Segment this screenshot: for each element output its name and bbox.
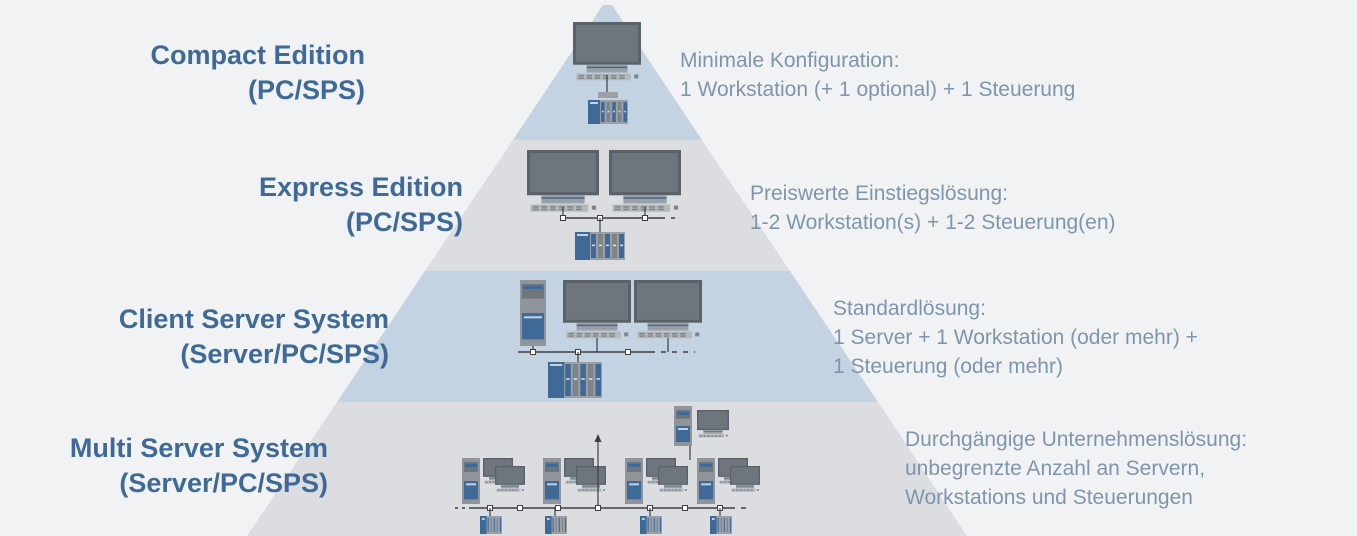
tier-compact-desc-line1: Minimale Konfiguration: [680, 49, 900, 72]
tier-multi-server-title-line1: Multi Server System [69, 433, 328, 463]
tier-express-title-line2: (PC/SPS) [345, 207, 463, 237]
tier-client-server-desc-line1: Standardlösung: [833, 297, 986, 320]
workstation-icon [634, 280, 702, 339]
server-tower-icon [543, 458, 561, 504]
tier-express-title: Express Edition (PC/SPS) [259, 170, 463, 240]
tier-express-desc-line1: Preiswerte Einstiegslösung: [750, 182, 1008, 205]
tier-multi-server-band [247, 402, 967, 536]
network-bus-icon [560, 215, 675, 221]
workstation-icon [495, 466, 525, 492]
tier-compact-desc-line2: 1 Workstation (+ 1 optional) + 1 Steueru… [680, 78, 1076, 101]
tier-client-server-title: Client Server System (Server/PC/SPS) [119, 302, 389, 372]
workstation-icon [730, 466, 760, 492]
plc-controller-icon [548, 362, 602, 398]
server-tower-icon [674, 406, 692, 446]
tier-compact-title: Compact Edition (PC/SPS) [151, 38, 366, 108]
tier-express-description: Preiswerte Einstiegslösung: 1-2 Workstat… [750, 179, 1116, 237]
workstation-icon [697, 410, 729, 438]
plc-controller-icon [545, 516, 567, 534]
tier-client-server-title-line1: Client Server System [118, 304, 389, 334]
tier-compact-description: Minimale Konfiguration: 1 Workstation (+… [680, 46, 1075, 104]
tier-multi-server-title: Multi Server System (Server/PC/SPS) [70, 431, 328, 501]
tier-express-title-line1: Express Edition [258, 172, 463, 202]
tier-compact-title-line2: (PC/SPS) [247, 75, 365, 105]
workstation-icon [658, 466, 688, 492]
tier-client-server-title-line2: (Server/PC/SPS) [180, 339, 389, 369]
workstation-icon [563, 280, 631, 339]
tier-client-server-desc-line3: 1 Steuerung (oder mehr) [833, 355, 1063, 378]
plc-controller-icon [710, 516, 732, 534]
tier-multi-server-title-line2: (Server/PC/SPS) [119, 468, 328, 498]
tier-client-server-desc-line2: 1 Server + 1 Workstation (oder mehr) + [833, 326, 1198, 349]
server-tower-icon [697, 458, 715, 504]
tier-multi-server-desc-line3: Workstations und Steuerungen [905, 486, 1193, 509]
tier-multi-server-desc-line1: Durchgängige Unternehmenslösung: [905, 428, 1248, 451]
plc-controller-icon [575, 232, 625, 260]
tier-express-desc-line2: 1-2 Workstation(s) + 1-2 Steuerung(en) [750, 211, 1116, 234]
network-switch-icon [598, 92, 618, 98]
uplink-arrow-icon [594, 434, 602, 442]
workstation-icon [573, 22, 641, 81]
server-tower-icon [520, 280, 546, 346]
plc-controller-icon [588, 100, 628, 124]
server-tower-icon [462, 458, 480, 504]
tier-multi-server-description: Durchgängige Unternehmenslösung: unbegre… [905, 425, 1247, 512]
plc-controller-icon [640, 516, 662, 534]
workstation-icon [609, 150, 681, 212]
tier-client-server-description: Standardlösung: 1 Server + 1 Workstation… [833, 294, 1198, 381]
plc-controller-icon [480, 516, 502, 534]
workstation-icon [527, 150, 599, 212]
tier-compact-title-line1: Compact Edition [150, 40, 366, 70]
tier-express-band [425, 140, 790, 271]
server-tower-icon [625, 458, 643, 504]
tier-multi-server-desc-line2: unbegrenzte Anzahl an Servern, [905, 457, 1206, 480]
